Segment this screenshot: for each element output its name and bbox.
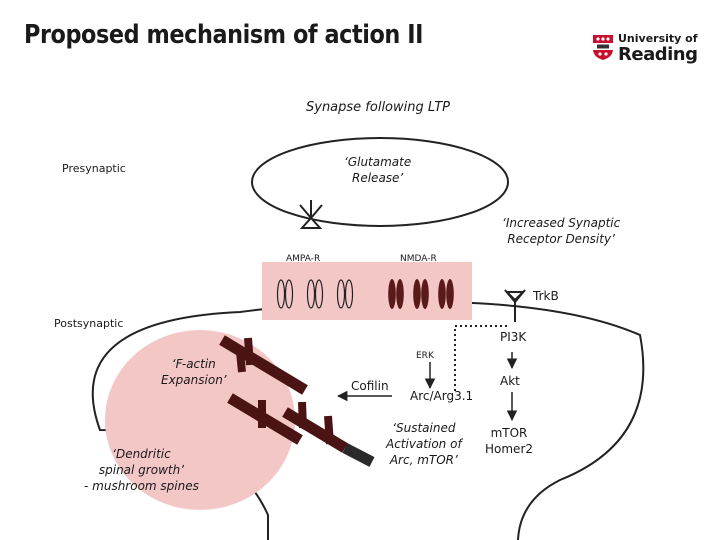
- glutamate-release-icon: [299, 200, 323, 229]
- ampa-r-label: AMPA-R: [286, 254, 321, 264]
- erk-label: ERK: [416, 351, 434, 361]
- diagram-heading: Synapse following LTP: [306, 100, 451, 115]
- presynaptic-label: Presynaptic: [62, 162, 126, 175]
- postsynaptic-label: Postsynaptic: [54, 317, 124, 330]
- cofilin-label: Cofilin: [351, 379, 389, 393]
- glutamate-release-label: ‘Glutamate Release’: [344, 155, 412, 185]
- ampa-receptors: [276, 279, 354, 309]
- postsynaptic-density: [262, 262, 472, 320]
- f-actin-expansion-label: ‘F-actin Expansion’: [161, 357, 227, 387]
- erk-dotted-link: [454, 325, 507, 392]
- pi3k-label: PI3K: [500, 330, 527, 344]
- logo-text-line1: University of: [618, 32, 698, 45]
- nmda-receptors: [388, 279, 454, 309]
- crest-icon: [593, 35, 613, 60]
- logo-text-line2: Reading: [618, 44, 698, 65]
- slide-title: Proposed mechanism of action II: [24, 20, 424, 50]
- mtor-homer-label: mTOR Homer2: [485, 426, 534, 456]
- akt-label: Akt: [500, 374, 520, 388]
- dendritic-growth-label: ‘Dendritic spinal growth’ - mushroom spi…: [84, 447, 199, 493]
- nmda-r-label: NMDA-R: [400, 254, 437, 264]
- university-logo: University of Reading: [592, 30, 698, 70]
- increased-receptor-density-label: ‘Increased Synaptic Receptor Density’: [502, 216, 621, 246]
- trkb-label: TrkB: [533, 289, 559, 303]
- trkb-receptor-icon: [504, 289, 526, 322]
- spine-head-region: [105, 330, 295, 510]
- f-actin-filaments: [219, 335, 375, 467]
- arc-arg-label: Arc/Arg3.1: [410, 389, 474, 403]
- sustained-activation-label: ‘Sustained Activation of Arc, mTOR’: [386, 421, 462, 467]
- presynaptic-terminal: [251, 137, 509, 227]
